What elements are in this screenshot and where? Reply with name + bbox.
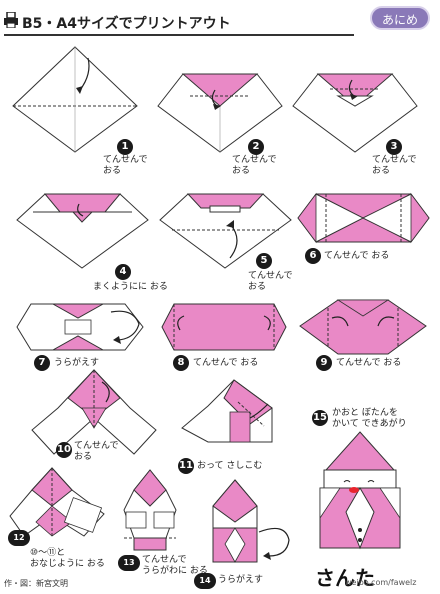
- header-divider: [4, 34, 354, 36]
- step-5-diagram: [159, 193, 292, 269]
- step-13-number: 13: [118, 555, 140, 571]
- step-2-diagram: [157, 73, 283, 153]
- step-14-diagram: [212, 479, 290, 563]
- step-7-number: 7: [34, 355, 50, 371]
- step-7-diagram: [16, 303, 144, 351]
- step-13-diagram: [123, 469, 177, 551]
- step-5-label: てんせんで おる: [248, 271, 293, 292]
- step-11-number: 11: [178, 458, 194, 474]
- step-10-label: てんせんで おる: [74, 441, 119, 462]
- step-9-number: 9: [316, 355, 332, 371]
- step-15-number: 15: [312, 410, 328, 426]
- step-11-label: おって さしこむ: [197, 461, 263, 471]
- step-5-number: 5: [256, 253, 272, 269]
- watermark: weibo.com/fawelz: [345, 578, 417, 587]
- step-12-diagram: [9, 467, 105, 537]
- header: B5・A4サイズでプリントアウト あにめ: [0, 0, 440, 40]
- anime-badge-button[interactable]: あにめ: [370, 6, 430, 30]
- step-9-diagram: [299, 299, 427, 355]
- step-3-number: 3: [386, 139, 402, 155]
- step-4-label: まくようにに おる: [93, 282, 168, 292]
- step-4-number: 4: [115, 264, 131, 280]
- step-1-number: 1: [117, 139, 133, 155]
- santa-title: さんた: [315, 566, 375, 590]
- step-4-diagram: [16, 193, 149, 269]
- step-6-diagram: [297, 192, 430, 244]
- step-2-label: てんせんで おる: [232, 155, 277, 176]
- step-8-number: 8: [173, 355, 189, 371]
- step-1-diagram: [12, 46, 138, 153]
- page-title: B5・A4サイズでプリントアウト: [22, 16, 231, 32]
- step-7-label: うらがえす: [54, 358, 100, 368]
- step-6-label: てんせんで おる: [324, 251, 390, 261]
- step-15-label: かおと ぼたんを かいて できあがり: [332, 408, 407, 429]
- step-14-number: 14: [194, 573, 216, 589]
- step-8-label: てんせんで おる: [193, 358, 259, 368]
- step-9-label: てんせんで おる: [336, 358, 402, 368]
- step-2-number: 2: [248, 139, 264, 155]
- step-6-number: 6: [305, 248, 321, 264]
- step-3-label: てんせんで おる: [372, 155, 417, 176]
- step-10-number: 10: [56, 442, 72, 458]
- step-10-diagram: [31, 369, 157, 455]
- step-8-diagram: [161, 303, 287, 351]
- step-15-santa: [319, 431, 401, 550]
- author-credit: 作・図：新宮文明: [4, 579, 68, 588]
- step-14-label: うらがえす: [218, 575, 264, 585]
- step-12-number: 12: [8, 530, 30, 546]
- step-12-label: ⑩～⑪と おなじように おる: [30, 548, 105, 569]
- step-3-diagram: [292, 73, 418, 153]
- step-1-label: てんせんで おる: [103, 155, 148, 176]
- step-13-label: てんせんで うらがわに おる: [142, 555, 208, 576]
- step-11-diagram: [181, 379, 273, 443]
- printer-icon: [4, 12, 18, 28]
